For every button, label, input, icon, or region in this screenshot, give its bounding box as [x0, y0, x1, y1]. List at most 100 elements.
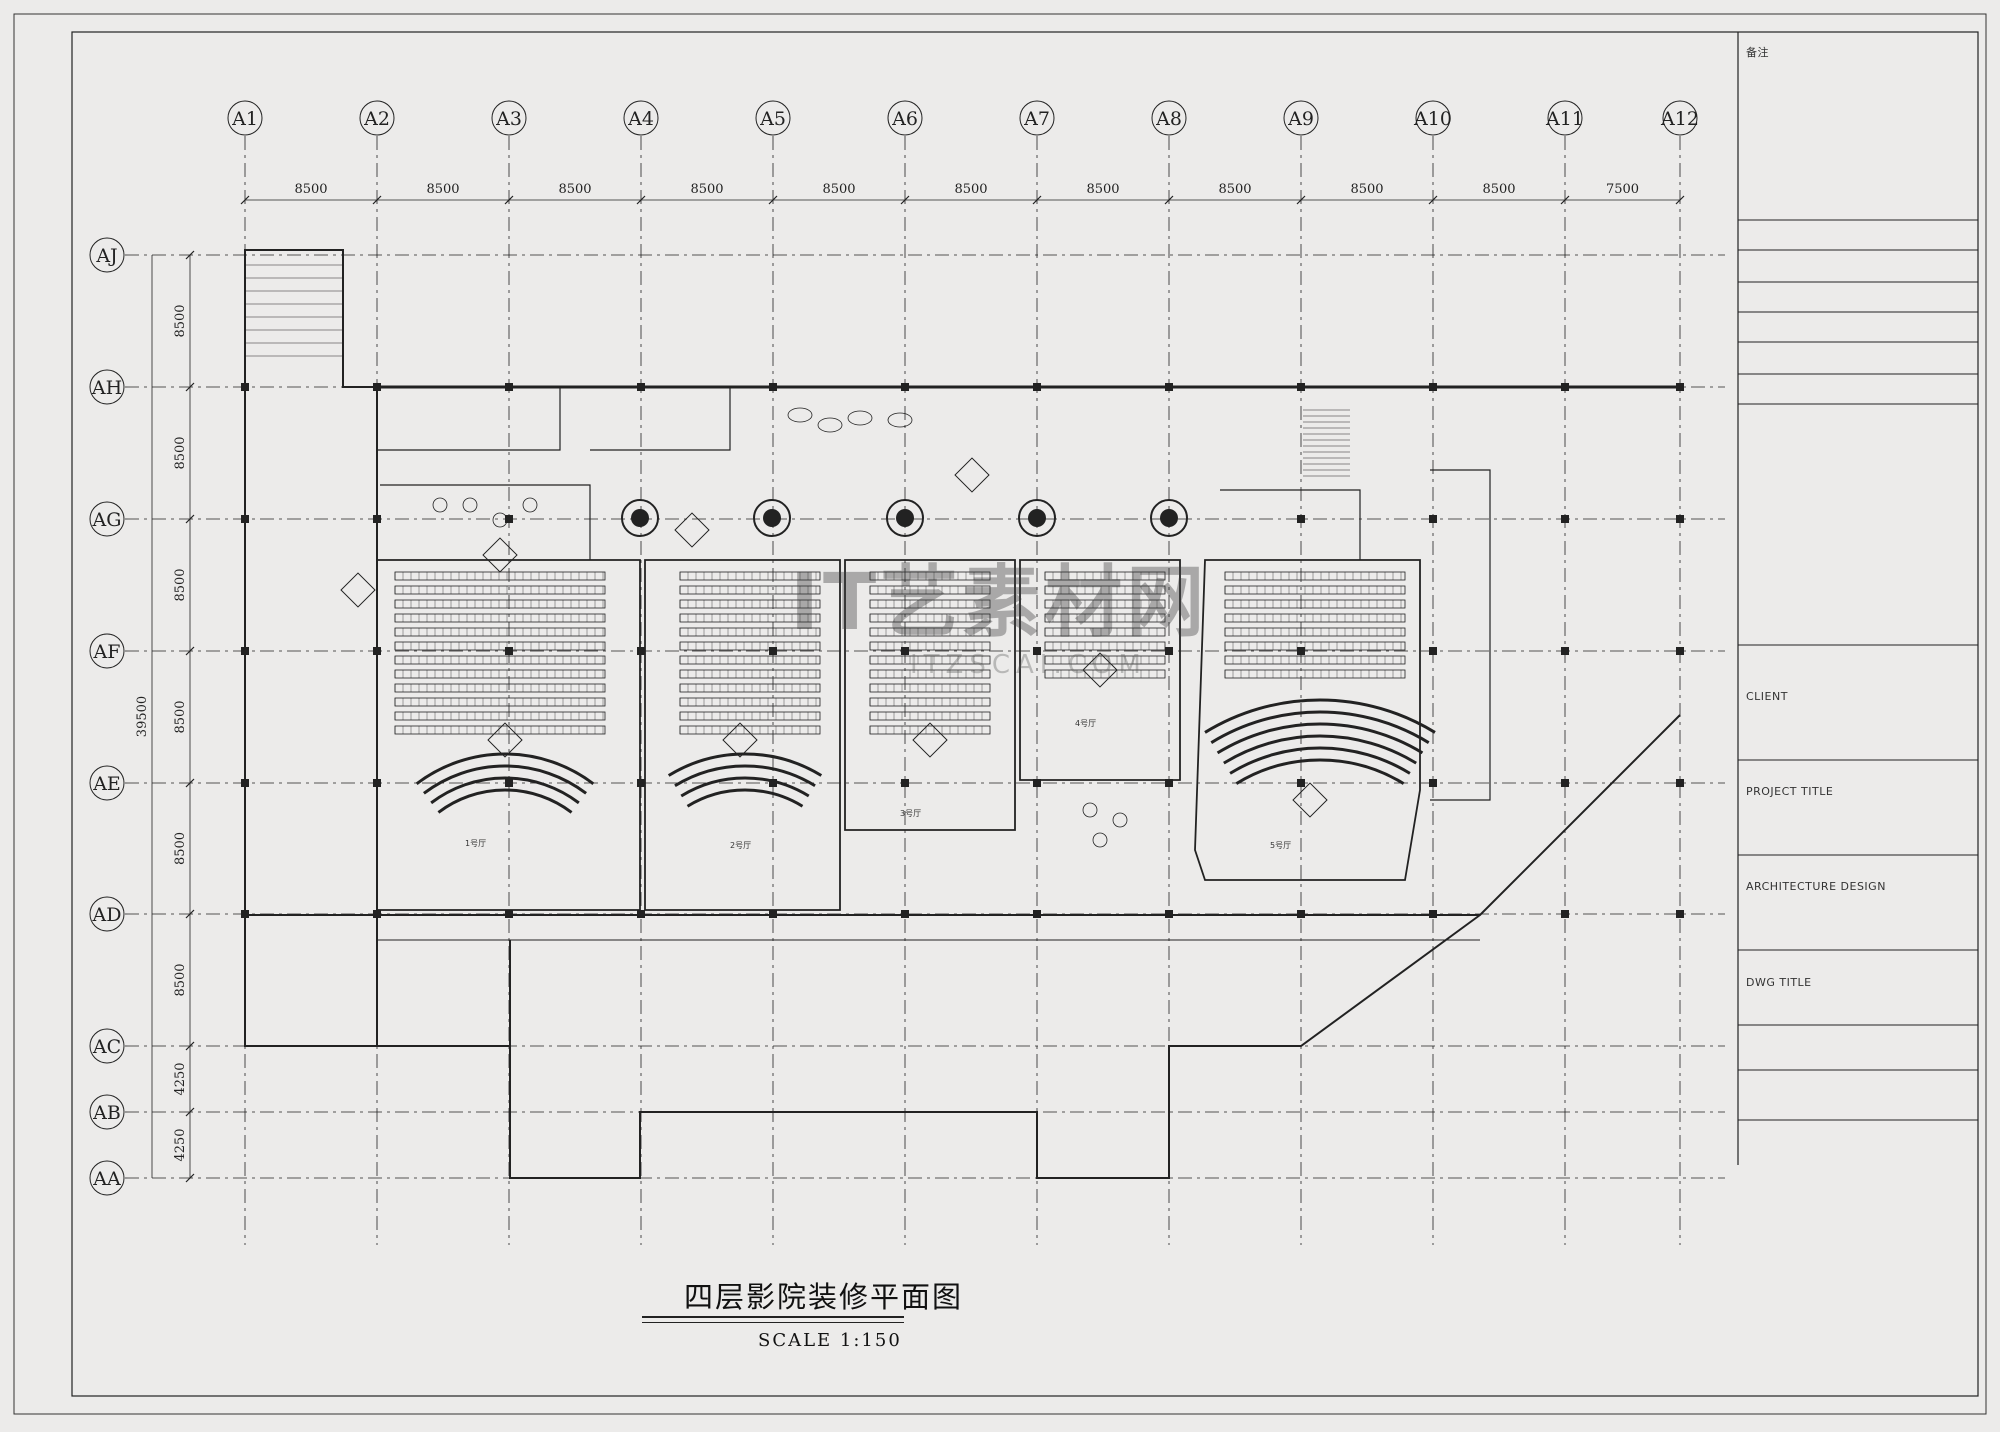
grid-bubble — [359, 100, 395, 136]
seat-row — [394, 725, 606, 735]
seat-row — [869, 711, 991, 721]
grid-bubble — [1662, 100, 1698, 136]
structural-column — [637, 647, 645, 655]
grid-bubble — [887, 100, 923, 136]
grid-bubble — [1547, 100, 1583, 136]
ceiling-light-symbol — [487, 722, 523, 758]
seat-row — [1224, 655, 1406, 665]
seat-row — [394, 585, 606, 595]
curved-seat-row — [680, 776, 810, 798]
dimension-tick — [185, 382, 195, 392]
structural-column — [373, 910, 381, 918]
ceiling-light-symbol — [722, 722, 758, 758]
ceiling-light-symbol — [340, 572, 376, 608]
structural-column — [241, 383, 249, 391]
grid-row-label: AD — [92, 904, 122, 926]
grid-column-label: A9 — [1287, 108, 1314, 130]
ceiling-light-symbol — [1292, 782, 1328, 818]
curved-seat-row — [430, 776, 580, 805]
wall — [1019, 559, 1181, 781]
grid-column-label: A5 — [759, 108, 786, 130]
round-column — [1150, 499, 1188, 537]
round-column-core — [1160, 509, 1178, 527]
watermark: IT艺素材网 — [790, 558, 1209, 648]
structural-column — [1429, 779, 1437, 787]
structural-column — [1676, 515, 1684, 523]
dimension-label: 8500 — [173, 832, 188, 865]
dwg-title-label: DWG TITLE — [1746, 976, 1812, 989]
wall — [244, 249, 378, 916]
wall — [1194, 559, 1421, 881]
grid-bubble — [89, 1028, 125, 1064]
structural-column — [1033, 647, 1041, 655]
curved-seat-row — [1216, 722, 1424, 755]
dimension-label: 8500 — [173, 568, 188, 601]
dimension-tick — [185, 514, 195, 524]
seat-row — [394, 627, 606, 637]
seat-row — [394, 711, 606, 721]
seat-row — [394, 655, 606, 665]
structural-column — [1297, 647, 1305, 655]
structural-column — [1165, 779, 1173, 787]
structural-column — [637, 383, 645, 391]
outer-border — [13, 13, 1987, 1415]
curved-seat-row — [1210, 710, 1430, 744]
grid-bubble — [89, 765, 125, 801]
seat-row — [1224, 599, 1406, 609]
wall — [1220, 489, 1361, 560]
dimension-label: 8500 — [173, 963, 188, 996]
table-symbol — [492, 512, 508, 528]
grid-row-label: AA — [92, 1168, 121, 1190]
table-symbol — [1082, 802, 1098, 818]
dimension-label: 4250 — [173, 1062, 188, 1095]
dimension-label: 8500 — [294, 182, 327, 197]
round-column — [886, 499, 924, 537]
table-symbol — [1112, 812, 1128, 828]
structural-column — [1033, 910, 1041, 918]
structural-column — [505, 910, 513, 918]
project-title-label: PROJECT TITLE — [1746, 785, 1834, 798]
structural-column — [1165, 647, 1173, 655]
structural-column — [1561, 383, 1569, 391]
seat-row — [869, 697, 991, 707]
remarks-label: 备注 — [1746, 46, 1769, 59]
dimension-tick — [1296, 195, 1306, 205]
dimension-label: 39500 — [135, 696, 150, 737]
drawing-scale: SCALE 1:150 — [758, 1330, 902, 1351]
theater-label: 1号厅 — [465, 839, 487, 848]
sofa-seat — [847, 410, 873, 426]
structural-column — [241, 779, 249, 787]
table-symbol — [432, 497, 448, 513]
grid-column-label: A7 — [1023, 108, 1050, 130]
grid-bubble — [755, 100, 791, 136]
dimension-tick — [1428, 195, 1438, 205]
grid-bubble — [1283, 100, 1319, 136]
curved-seat-row — [1223, 734, 1417, 765]
structural-column — [769, 779, 777, 787]
structural-column — [1297, 779, 1305, 787]
wall — [590, 386, 731, 451]
structural-column — [637, 910, 645, 918]
structural-column — [1297, 515, 1305, 523]
dimension-label: 8500 — [690, 182, 723, 197]
ceiling-light-symbol — [674, 512, 710, 548]
grid-column-label: A10 — [1413, 108, 1452, 130]
wall — [844, 559, 1016, 831]
dimension-tick — [185, 778, 195, 788]
seat-row — [1224, 669, 1406, 679]
wall — [377, 386, 561, 451]
grid-bubble — [89, 896, 125, 932]
wall — [376, 559, 641, 911]
grid-column-label: A2 — [363, 108, 390, 130]
curved-seat-row — [1235, 758, 1405, 785]
seat-row — [394, 669, 606, 679]
structural-column — [1165, 910, 1173, 918]
seat-row — [869, 725, 991, 735]
title-underline — [642, 1322, 904, 1323]
structural-column — [1676, 647, 1684, 655]
seat-row — [679, 697, 821, 707]
wall — [644, 559, 841, 911]
structural-column — [505, 779, 513, 787]
